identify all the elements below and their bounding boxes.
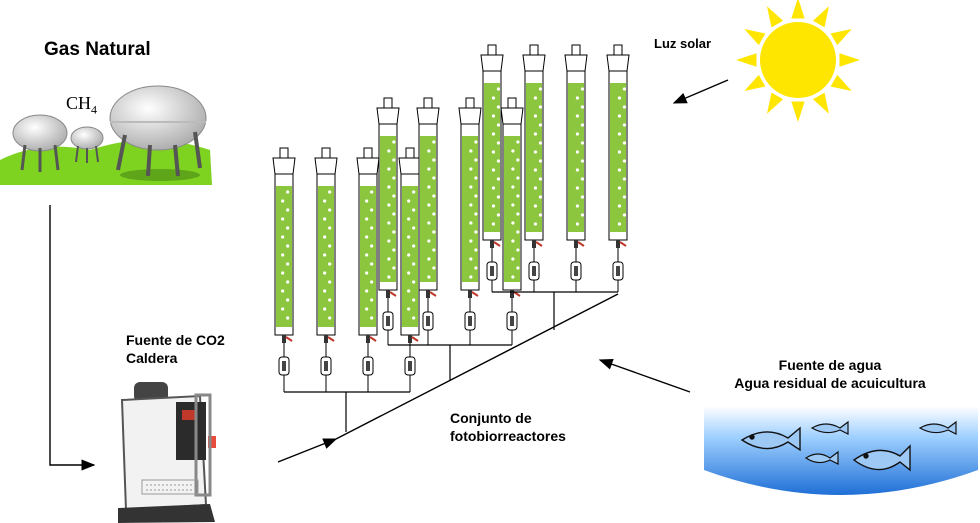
photobioreactor-tube [416, 97, 440, 345]
photobioreactor-tube [356, 147, 380, 392]
gas-formula-sub: 4 [91, 102, 98, 117]
reactor-row [376, 97, 524, 346]
gas-to-boiler-arrow [49, 205, 96, 471]
reactors-line2: fotobiorreactores [450, 427, 566, 444]
reactor-row [272, 147, 422, 393]
sun-ray [791, 101, 805, 122]
water-line2: Agua residual de acuicultura [734, 374, 926, 391]
sun-label: Luz solar [654, 36, 712, 51]
boiler-to-reactors-arrow [277, 293, 619, 463]
reactors-line1: Conjunto de [450, 410, 532, 426]
photobioreactor-tube [398, 147, 422, 392]
sun-ray [830, 29, 852, 46]
sun-ray [791, 0, 805, 19]
photobioreactor-tube [564, 44, 588, 292]
co2-source-label: Fuente de CO2 Caldera [126, 332, 225, 367]
photobioreactor-tube [500, 97, 524, 345]
reactor-row [480, 44, 630, 293]
sun-ray [744, 74, 766, 91]
gas-distribution-pipes [345, 292, 555, 432]
photobioreactor-array [272, 44, 630, 432]
wastewater-pool [704, 406, 978, 495]
gas-formula: CH4 [66, 92, 97, 118]
fish-icon [804, 450, 839, 465]
fish-icon [740, 426, 801, 452]
boiler-illustration [118, 382, 216, 523]
water-line1: Fuente de agua [778, 357, 882, 373]
photobioreactor-tube [458, 97, 482, 345]
sun-ray [767, 92, 784, 114]
sun-icon [736, 0, 860, 122]
sun-arrow [672, 79, 729, 104]
sun-ray [736, 53, 757, 67]
reactor-array-label: Conjunto de fotobiorreactores [450, 410, 566, 445]
photobioreactor-tube [522, 44, 546, 292]
photobioreactor-tube [376, 97, 400, 345]
water-arrow [598, 358, 691, 393]
fish-icon [918, 420, 957, 435]
sun-ray [744, 29, 766, 46]
sun-ray [812, 6, 829, 28]
sun-ray [839, 53, 860, 67]
co2-line1: Fuente de CO2 [126, 332, 225, 348]
sun-ray [812, 92, 829, 114]
photobioreactor-tube [314, 147, 338, 392]
photobioreactor-tube [606, 44, 630, 292]
photobioreactor-tube [272, 147, 296, 392]
gas-title: Gas Natural [44, 39, 151, 60]
sun-ray [830, 74, 852, 91]
photobioreactor-tube [480, 44, 504, 292]
sun-ray [767, 6, 784, 28]
water-source-label: Fuente de agua Agua residual de acuicult… [700, 357, 960, 392]
gas-storage-illustration [0, 85, 212, 185]
fish-icon [852, 444, 911, 472]
fish-icon [810, 420, 849, 435]
gas-formula-main: CH [66, 93, 92, 113]
co2-line2: Caldera [126, 349, 178, 366]
